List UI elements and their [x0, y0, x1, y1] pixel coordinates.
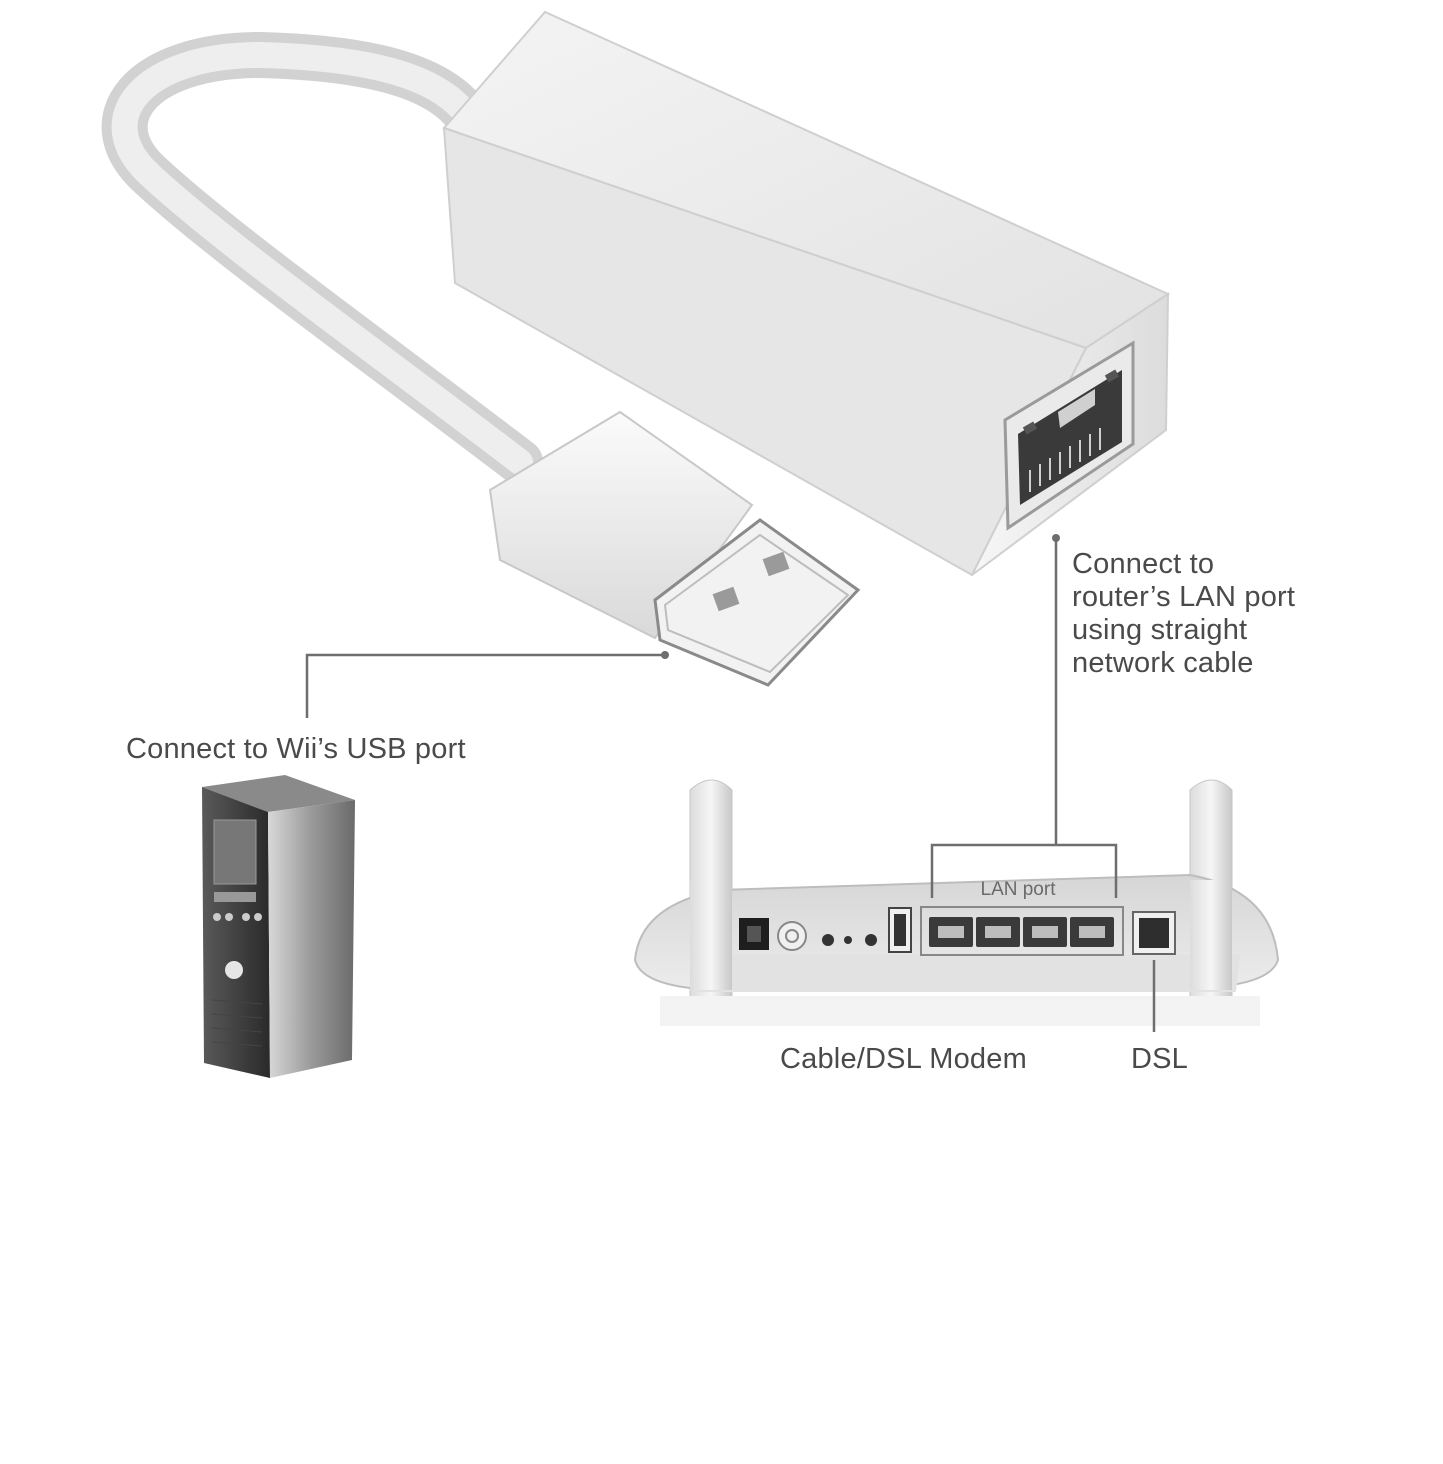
tower-top	[202, 775, 355, 812]
lan-connect-line-2: router’s LAN port	[1072, 581, 1296, 613]
dsl-label: DSL	[1131, 1043, 1189, 1075]
modem-label: Cable/DSL Modem	[780, 1043, 1027, 1075]
lan-connect-line-1: Connect to	[1072, 548, 1215, 580]
usb-callout-line	[305, 653, 665, 718]
lan-bracket-line	[930, 843, 1118, 898]
router: LAN port	[633, 779, 1280, 1026]
usb-connector-icon	[653, 518, 861, 687]
desktop-tower	[202, 775, 355, 1078]
power-button-icon	[225, 961, 243, 979]
lan-connect-line-3: using straight	[1072, 614, 1248, 646]
lan-port-label: LAN port	[981, 879, 1057, 900]
callout-lines	[305, 538, 1156, 1032]
lan-connect-line-4: network cable	[1072, 647, 1254, 679]
usb-port-label: Connect to Wii’s USB port	[126, 733, 466, 765]
usb-ethernet-adapter	[101, 10, 1171, 687]
rj45-port-icon	[1003, 340, 1135, 531]
lan-ports-frame	[920, 906, 1124, 956]
tower-side	[268, 800, 355, 1078]
lan-connect-label: Connect to router’s LAN port using strai…	[1072, 548, 1295, 680]
router-power-button-icon	[777, 921, 807, 951]
